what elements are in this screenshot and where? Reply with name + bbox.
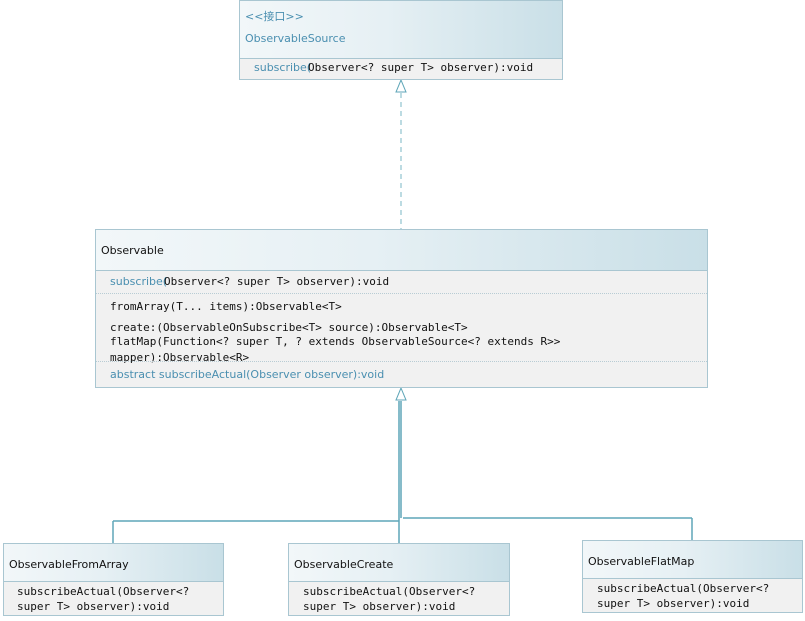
flat-map-method-line2: mapper):Observable<R> bbox=[110, 351, 250, 364]
class-box-observable[interactable]: Observable subscribe( Observer<? super T… bbox=[95, 229, 708, 388]
divider bbox=[96, 293, 707, 294]
interface-name: ObservableSource bbox=[245, 32, 346, 45]
class-name: ObservableFromArray bbox=[9, 558, 129, 571]
inheritance-arrowhead bbox=[395, 386, 407, 401]
divider bbox=[96, 361, 707, 362]
flat-map-header: ObservableFlatMap bbox=[583, 541, 802, 579]
class-name: ObservableFlatMap bbox=[588, 555, 695, 568]
method-line1: subscribeActual(Observer<? bbox=[303, 585, 476, 598]
method-line1: subscribeActual(Observer<? bbox=[17, 585, 190, 598]
from-array-method: fromArray(T... items):Observable<T> bbox=[110, 300, 342, 313]
interface-box-observable-source[interactable]: <<接口>> ObservableSource subscribe( Obser… bbox=[239, 0, 563, 80]
subscribe-method-name: subscribe( bbox=[110, 275, 168, 288]
method-line2: super T> observer):void bbox=[597, 597, 750, 610]
class-box-observable-create[interactable]: ObservableCreate subscribeActual(Observe… bbox=[288, 543, 510, 616]
stereotype-label: <<接口>> bbox=[245, 10, 304, 23]
method-line1: subscribeActual(Observer<? bbox=[597, 582, 770, 595]
method-line2: super T> observer):void bbox=[17, 600, 170, 613]
method-name: subscribe( bbox=[254, 61, 312, 74]
method-signature: Observer<? super T> observer):void bbox=[308, 61, 534, 74]
subscribe-method-signature: Observer<? super T> observer):void bbox=[164, 275, 390, 288]
create-method: create:(ObservableOnSubscribe<T> source)… bbox=[110, 321, 468, 334]
create-header: ObservableCreate bbox=[289, 544, 509, 582]
flat-map-method-line1: flatMap(Function<? super T, ? extends Ob… bbox=[110, 335, 561, 348]
method-line2: super T> observer):void bbox=[303, 600, 456, 613]
interface-header: <<接口>> ObservableSource bbox=[240, 1, 562, 59]
observable-header: Observable bbox=[96, 230, 707, 271]
class-name: Observable bbox=[101, 244, 164, 257]
class-box-observable-from-array[interactable]: ObservableFromArray subscribeActual(Obse… bbox=[3, 543, 224, 616]
realization-arrowhead bbox=[395, 78, 407, 93]
class-box-observable-flat-map[interactable]: ObservableFlatMap subscribeActual(Observ… bbox=[582, 540, 803, 613]
abstract-method: abstract subscribeActual(Observer observ… bbox=[110, 368, 385, 381]
from-array-header: ObservableFromArray bbox=[4, 544, 223, 582]
class-name: ObservableCreate bbox=[294, 558, 394, 571]
